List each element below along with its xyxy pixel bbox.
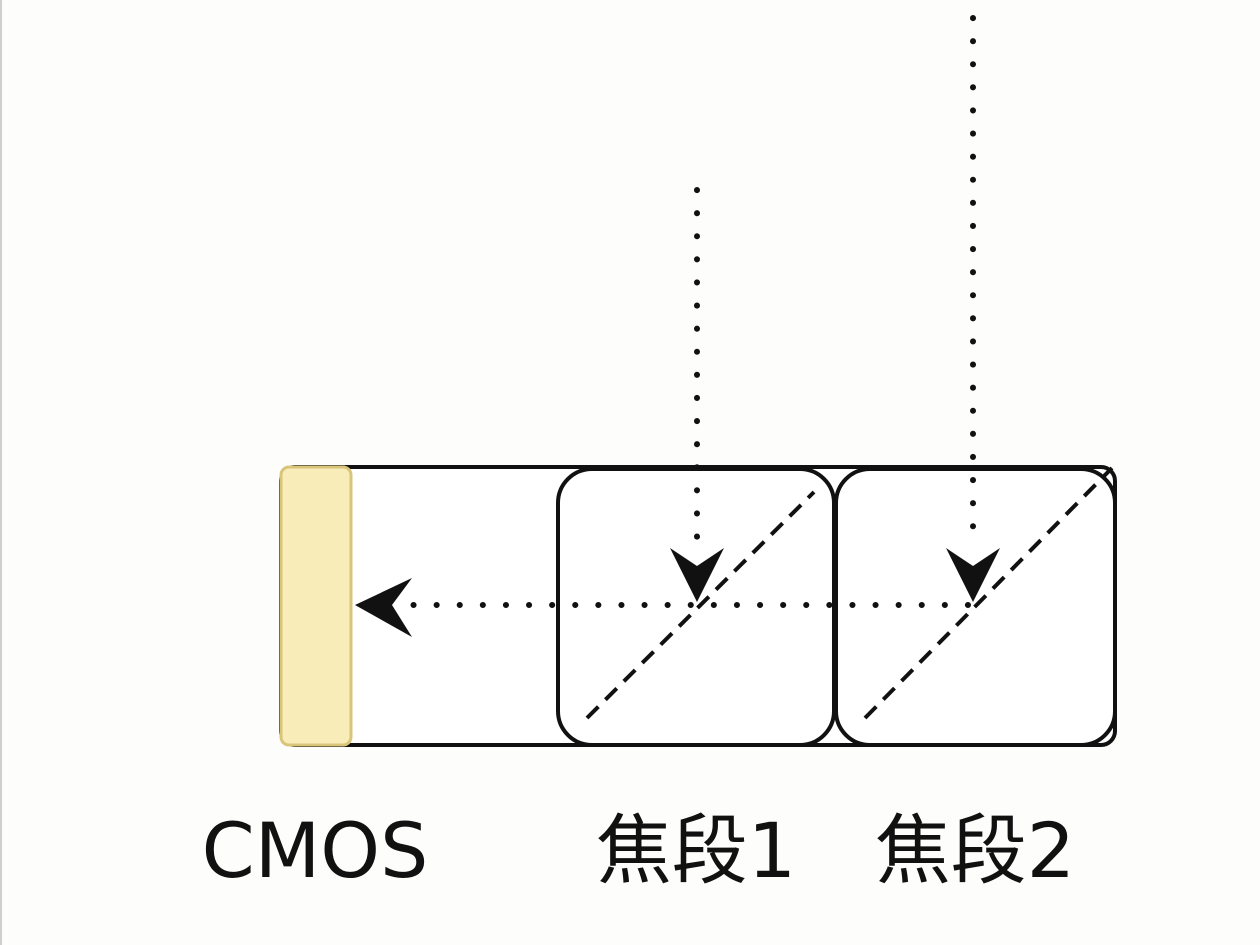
mirror-diagonal-focal-2 xyxy=(863,466,1114,720)
cmos-sensor xyxy=(279,465,353,747)
arrow-down-icon xyxy=(946,548,1000,602)
label-focal-1: 焦段1 xyxy=(596,806,796,895)
arrow-left-icon xyxy=(355,578,412,637)
arrow-down-icon xyxy=(670,548,724,602)
label-focal-2: 焦段2 xyxy=(875,806,1075,895)
mirror-diagonal-focal-1 xyxy=(585,490,816,720)
label-cmos: CMOS xyxy=(202,806,429,895)
